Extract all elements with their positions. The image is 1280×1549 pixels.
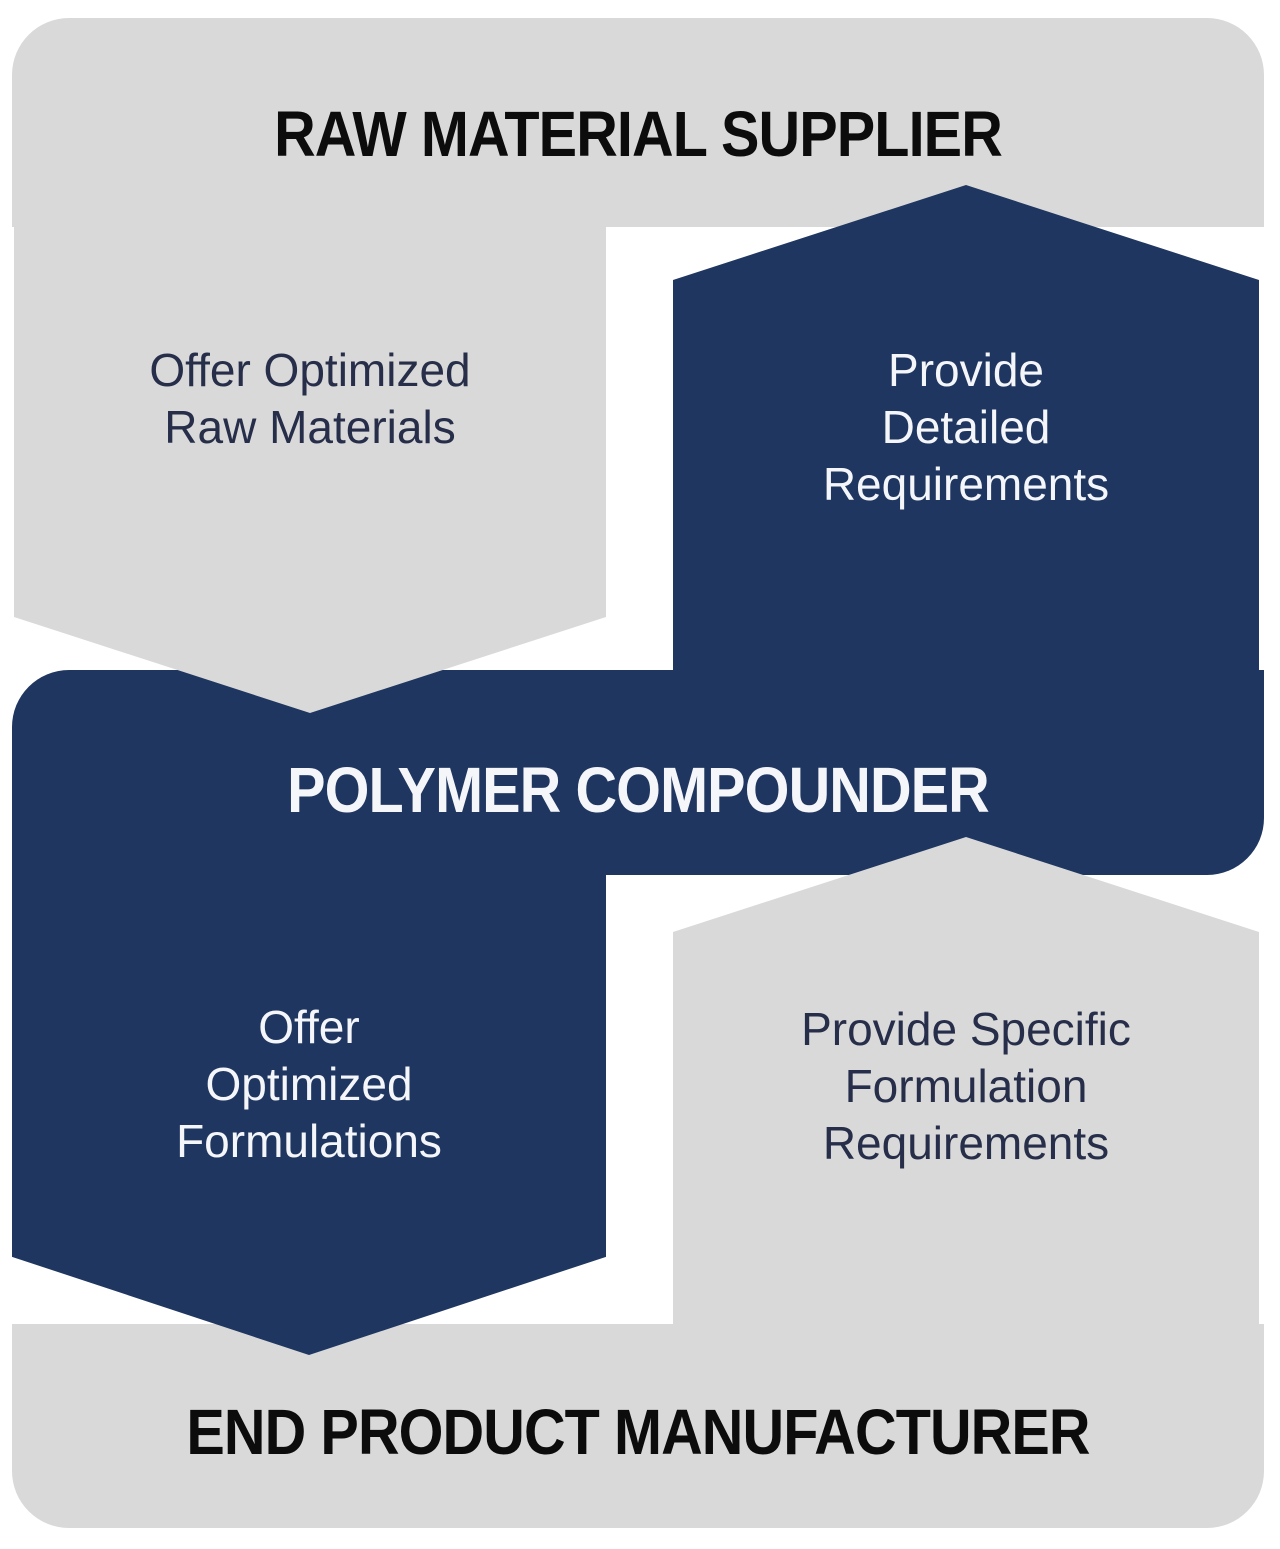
- flow-label-offer-optimized-formulations: Offer Optimized Formulations: [12, 999, 606, 1170]
- flow-label-line: Optimized: [205, 1058, 413, 1110]
- flow-label-provide-detailed-requirements: Provide Detailed Requirements: [673, 342, 1259, 513]
- raw-material-supplier-title: RAW MATERIAL SUPPLIER: [274, 98, 1003, 170]
- polymer-compounder-title: POLYMER COMPOUNDER: [287, 754, 990, 826]
- flow-label-line: Offer: [258, 1001, 360, 1053]
- arrow-up-provide-detailed-requirements: [673, 185, 1259, 745]
- flow-label-line: Offer Optimized: [149, 344, 471, 396]
- flow-label-line: Raw Materials: [164, 401, 456, 453]
- flow-label-line: Detailed: [881, 401, 1051, 453]
- end-product-manufacturer-title: END PRODUCT MANUFACTURER: [186, 1396, 1090, 1468]
- flow-label-provide-specific-formulation-requirements: Provide Specific Formulation Requirement…: [673, 1001, 1259, 1172]
- arrow-up-provide-specific-requirements: [673, 837, 1259, 1397]
- flow-label-offer-raw-materials: Offer Optimized Raw Materials: [14, 342, 606, 456]
- flow-label-line: Formulations: [176, 1115, 442, 1167]
- arrow-down-offer-raw-materials: [14, 184, 606, 713]
- flow-label-line: Provide Specific: [801, 1003, 1131, 1055]
- arrow-down-offer-formulations: [12, 760, 606, 1355]
- flow-label-line: Provide: [888, 344, 1044, 396]
- flow-label-line: Formulation: [844, 1060, 1088, 1112]
- flow-label-line: Requirements: [822, 458, 1110, 510]
- flow-label-line: Requirements: [822, 1117, 1110, 1169]
